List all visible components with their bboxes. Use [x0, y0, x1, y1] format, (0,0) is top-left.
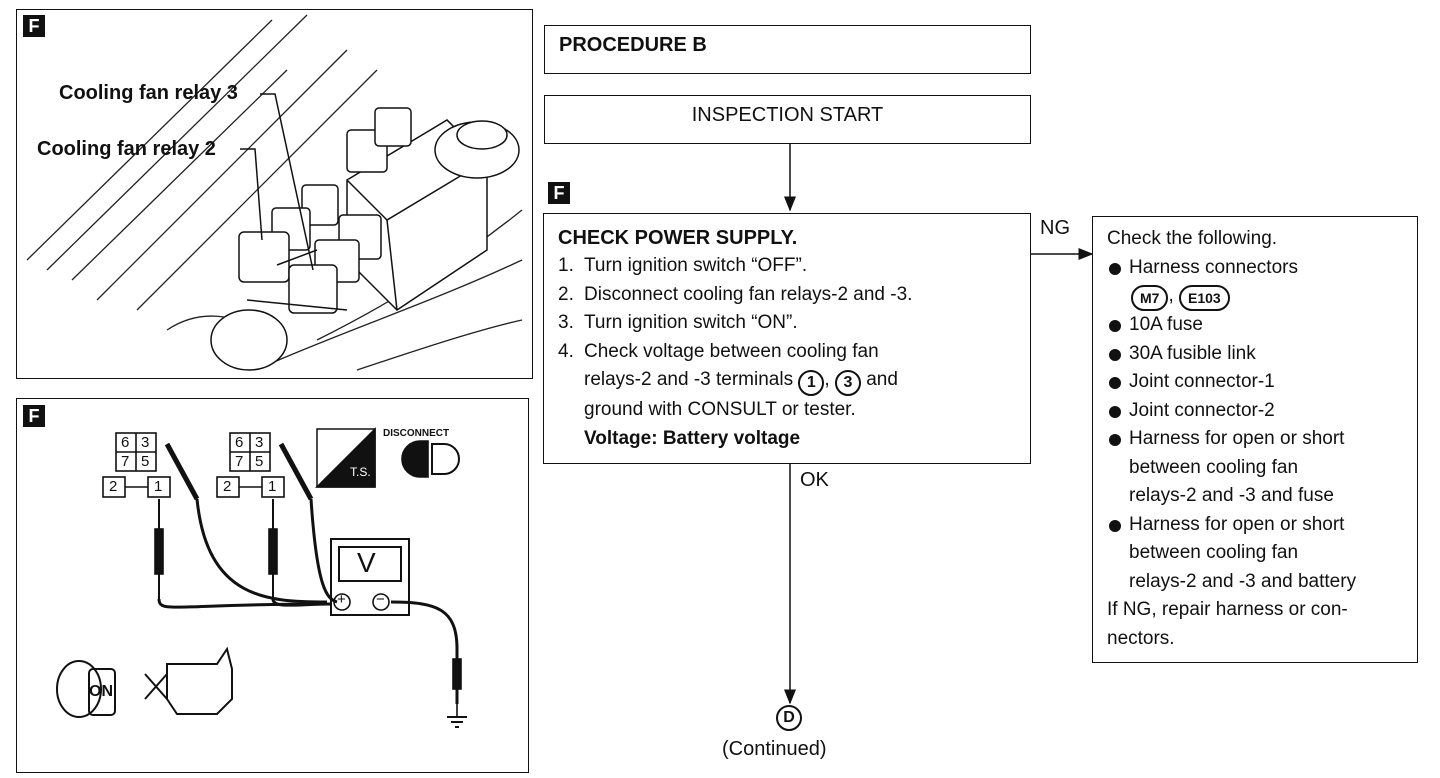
check-power-supply-box: CHECK POWER SUPPLY. 1.Turn ignition swit…: [543, 213, 1031, 464]
relay-location-illustration: F: [16, 9, 533, 379]
ng-item-open-short-fuse: Harness for open or short: [1107, 425, 1417, 454]
ts-icon-label: T.S.: [350, 465, 371, 479]
pin-5: 5: [141, 453, 150, 470]
ng-item-open-short-fuse-line2: between cooling fan: [1129, 456, 1299, 478]
engine-bay-drawing: [26, 14, 523, 371]
ng-item-harness-connectors: Harness connectors: [1107, 254, 1417, 283]
inspection-start-label: INSPECTION START: [691, 104, 884, 126]
pin-2: 2: [223, 478, 232, 495]
ng-repair-note: If NG, repair harness or con-: [1107, 599, 1348, 620]
ng-check-list-box: Check the following. Harness connectors …: [1092, 216, 1418, 663]
step-3: 3.Turn ignition switch “ON”.: [558, 312, 798, 333]
step-4-terminals: relays-2 and -3 terminals 1, 3 and: [558, 366, 1030, 396]
ng-repair-note-line2: nectors.: [1107, 627, 1175, 649]
harness-connector-ids: M7, E103: [1107, 282, 1417, 311]
pin-5: 5: [255, 453, 264, 470]
voltage-spec: Voltage: Battery voltage: [584, 427, 801, 449]
pin-1: 1: [268, 478, 277, 495]
step-4-ground: ground with CONSULT or tester.: [584, 399, 856, 420]
label-cooling-fan-relay-2: Cooling fan relay 2: [37, 138, 216, 160]
pin-1: 1: [154, 478, 163, 495]
inspection-start-box: INSPECTION START: [544, 95, 1031, 144]
ng-item-joint-connector-2: Joint connector-2: [1107, 397, 1417, 426]
pin-6: 6: [235, 434, 244, 451]
procedure-title: PROCEDURE B: [559, 34, 707, 56]
d-badge: D: [776, 705, 802, 731]
ignition-on-label: ON: [89, 683, 113, 700]
voltage-test-illustration: F: [16, 398, 529, 773]
continued-label: (Continued): [722, 738, 827, 760]
ng-item-open-short-battery: Harness for open or short: [1107, 511, 1417, 540]
pin-6: 6: [121, 434, 130, 451]
label-cooling-fan-relay-3: Cooling fan relay 3: [59, 82, 238, 104]
meter-minus: −: [376, 591, 385, 608]
ng-label: NG: [1040, 217, 1070, 239]
disconnect-label: DISCONNECT: [383, 428, 450, 439]
ng-item-open-short-fuse-line3: relays-2 and -3 and fuse: [1129, 485, 1334, 506]
ok-label: OK: [800, 469, 829, 491]
procedure-title-box: PROCEDURE B: [544, 25, 1031, 74]
ng-heading: Check the following.: [1107, 228, 1278, 249]
terminal-3-badge: 3: [834, 370, 861, 396]
step-1: 1.Turn ignition switch “OFF”.: [558, 255, 808, 276]
step-2: 2.Disconnect cooling fan relays-2 and -3…: [558, 283, 913, 305]
ng-item-joint-connector-1: Joint connector-1: [1107, 368, 1417, 397]
terminal-1-badge: 1: [798, 370, 825, 396]
ng-item-10a-fuse: 10A fuse: [1107, 311, 1417, 340]
connector-d-marker: D: [776, 705, 802, 731]
f-badge: F: [548, 182, 570, 204]
pin-7: 7: [235, 453, 244, 470]
ng-item-open-short-battery-line3: relays-2 and -3 and battery: [1129, 570, 1357, 592]
ng-item-open-short-battery-line2: between cooling fan: [1129, 542, 1299, 563]
connector-e103-badge: E103: [1179, 285, 1230, 311]
pin-3: 3: [141, 434, 150, 451]
step-4: 4.Check voltage between cooling fan: [558, 340, 879, 362]
connector-m7-badge: M7: [1131, 285, 1169, 311]
pin-2: 2: [109, 478, 118, 495]
meter-plus: +: [337, 591, 346, 608]
pin-3: 3: [255, 434, 264, 451]
ng-item-30a-fusible-link: 30A fusible link: [1107, 340, 1417, 369]
meter-v-label: V: [357, 547, 376, 578]
f-badge: F: [23, 405, 45, 427]
tester-wiring-drawing: [56, 427, 467, 728]
check-title: CHECK POWER SUPPLY.: [558, 227, 798, 249]
pin-7: 7: [121, 453, 130, 470]
f-badge: F: [23, 15, 45, 37]
